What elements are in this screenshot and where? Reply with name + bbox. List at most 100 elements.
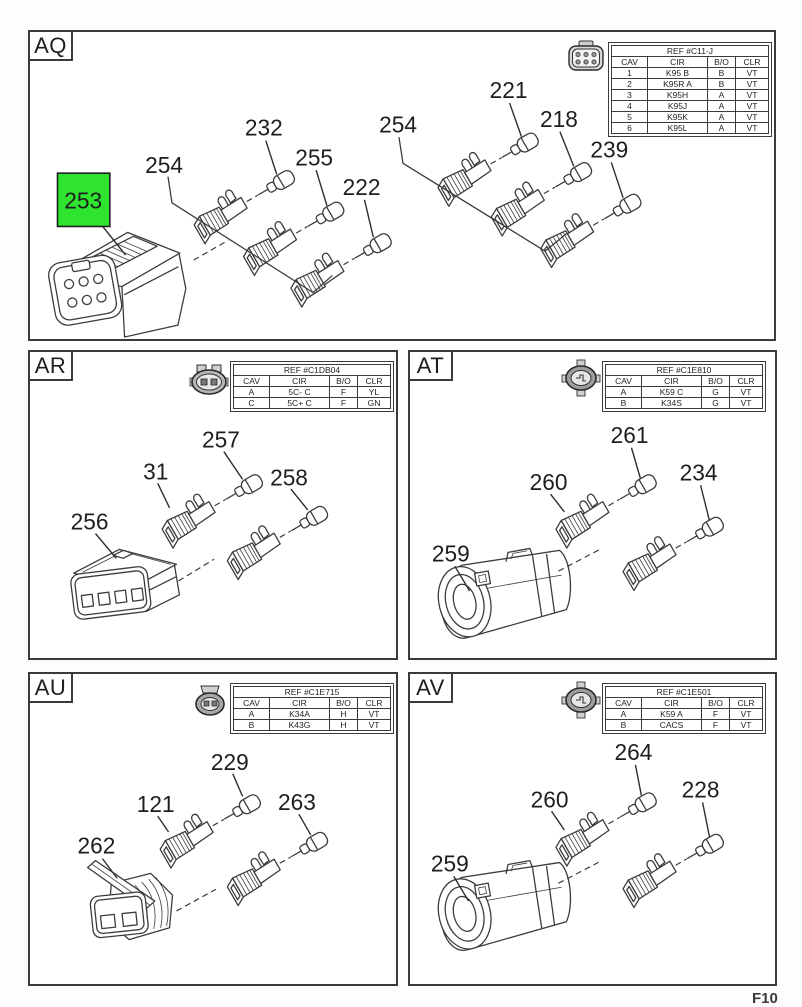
leader-line [157,815,170,833]
terminal-assembly [548,790,660,867]
callout-terminal: 260 [530,469,568,495]
callout-connector: 259 [432,540,470,566]
diagram-ar: 256 31 257 258 [70,427,331,620]
axis-dash-line [558,548,601,572]
leader-line [699,485,711,521]
leader-line [315,169,328,206]
leader-line [508,102,523,137]
terminal-assembly [154,472,266,549]
leader-line [265,140,278,175]
terminal-assembly [152,792,264,869]
terminal-assembly [220,829,331,907]
callout-terminal: 260 [531,786,569,812]
panel-label-au: AU [28,672,73,703]
callout-connector: 256 [71,509,109,535]
page-code: F10 [752,990,778,1007]
callout-group-right: 254 [379,112,417,138]
connector-face-round-icon [561,681,601,719]
group-bracket-right [398,136,568,252]
leader-line [454,565,471,592]
terminal-assembly [430,130,542,207]
leader-line [232,773,244,797]
axis-dash-line [558,861,601,884]
terminal-assembly [220,503,331,581]
callout-seal: 232 [245,115,283,141]
ref-table-cell: G [701,397,730,409]
callout-group-left: 254 [145,152,183,178]
leader-line [634,764,643,796]
callout-seal: 229 [211,749,249,775]
panel-label-aq: AQ [28,30,73,61]
panel-label-at: AT [408,350,453,381]
callout-seal: 263 [278,789,316,815]
leader-line [701,802,711,838]
leader-line [630,447,642,479]
leader-line [363,199,375,238]
leader-line [550,810,565,831]
ref-table-cell: VT [735,122,769,134]
terminal-assembly [533,191,644,269]
terminal-assembly [615,831,727,909]
callout-seal: 222 [343,174,381,200]
leader-line [559,131,575,167]
callout-seal: 257 [202,427,240,453]
leader-line [550,493,565,513]
callout-seal: 264 [615,739,653,765]
terminal-assembly [186,167,298,245]
callout-seal: 218 [540,106,578,132]
leader-line [101,858,118,879]
diagram-aq: 253 254 232 255 222 254 221 218 239 [48,77,644,338]
leader-line [101,225,127,256]
leader-line [95,533,117,559]
diagram-av: 259 260 264 228 [430,739,727,956]
callout-connector: 253 [64,188,102,214]
ref-table-cell: VT [357,719,391,731]
leader-line [223,451,244,480]
leader-line [453,876,470,902]
diagram-au: 262 121 229 263 [78,749,331,941]
ref-table-cell: C [233,397,270,409]
leader-line [157,482,171,509]
callout-seal: 221 [490,77,528,103]
connector-256-drawing [70,548,181,620]
callout-terminal: 31 [143,458,168,484]
callout-seal: 258 [270,464,308,490]
leader-line [290,488,309,511]
terminal-assembly [615,514,727,592]
terminal-assembly [283,230,394,308]
connector-face-oval-2cav-icon [189,364,229,395]
axis-dash-line [178,558,215,582]
ref-table-cell: GN [357,397,391,409]
callout-seal: 234 [680,459,718,485]
panel-label-av: AV [408,672,453,703]
callout-connector: 259 [431,850,469,876]
terminal-assembly [484,159,595,237]
connector-face-round-icon [561,359,601,397]
axis-dash-line [193,239,229,261]
terminal-assembly [548,472,660,549]
connector-253-drawing [48,231,187,338]
callout-seal: 255 [295,144,333,170]
connector-face-oval-cap-icon [195,685,225,716]
ref-table-cell: VT [729,719,763,731]
ref-table-cell: VT [729,397,763,409]
leader-line [298,813,312,836]
callout-seal: 239 [590,136,628,162]
connector-face-6cav-icon [568,40,604,71]
axis-dash-line [176,888,217,912]
highlight-box [56,172,111,228]
callout-terminal: 121 [137,791,175,817]
panel-label-ar: AR [28,350,73,381]
terminal-assembly [236,199,347,277]
connector-262-drawing [86,859,174,941]
